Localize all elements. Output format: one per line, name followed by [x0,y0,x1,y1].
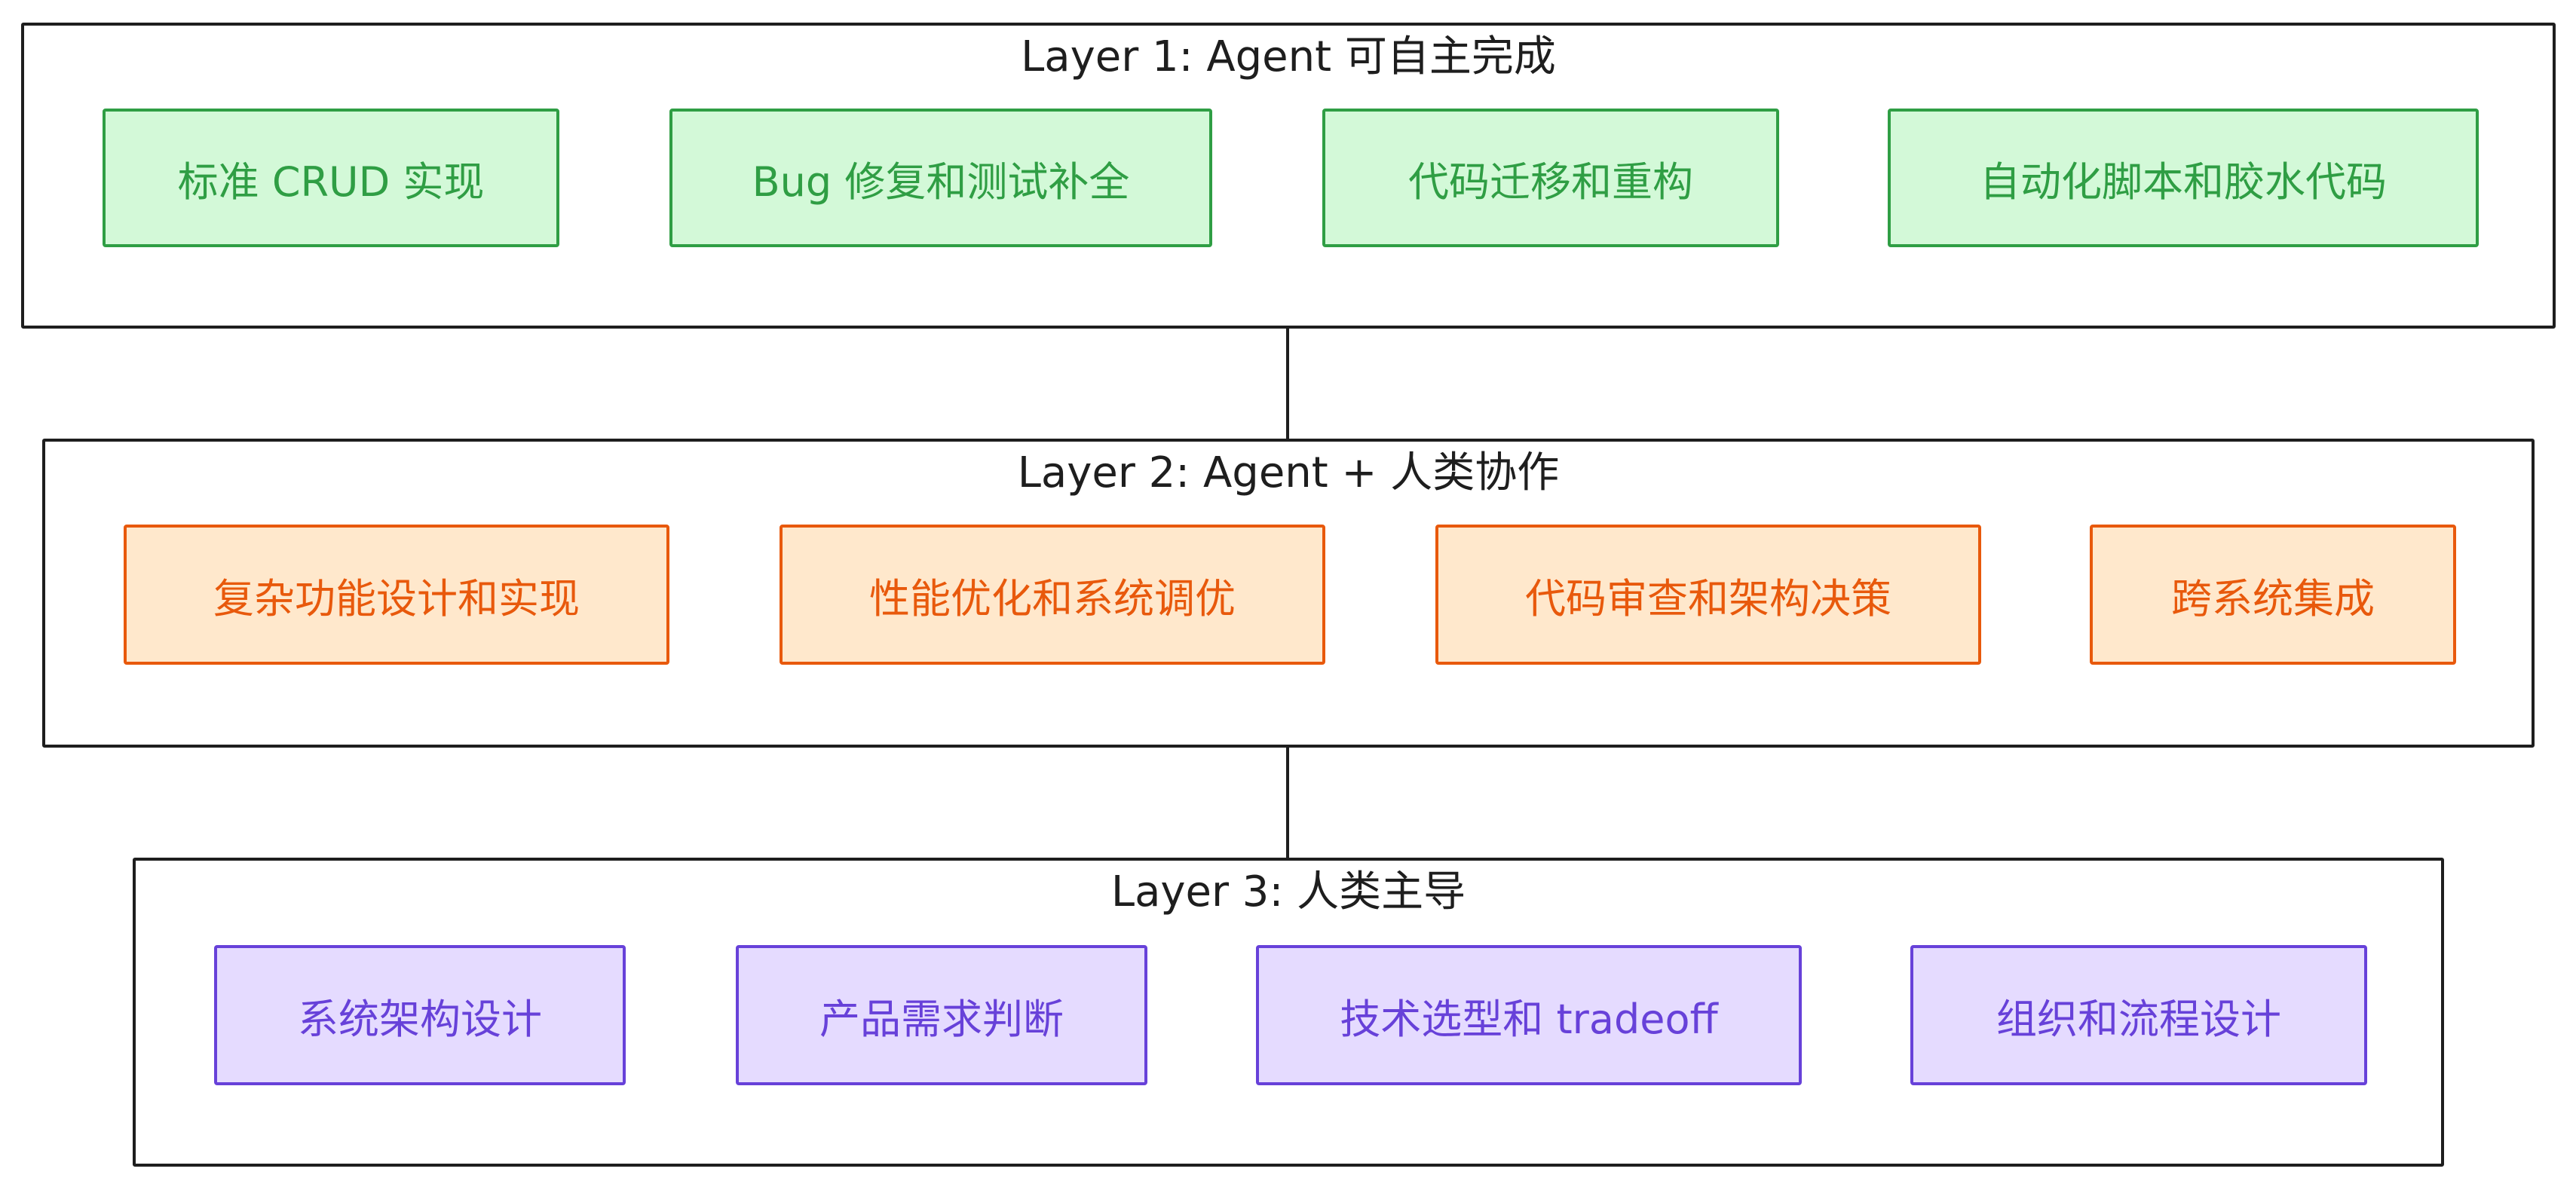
layer-3-item-product-judgment: 产品需求判断 [736,945,1147,1085]
layer-1-container: Layer 1: Agent 可自主完成 标准 CRUD 实现 Bug 修复和测… [21,23,2556,329]
layer-3-item-architecture: 系统架构设计 [214,945,626,1085]
layer-2-title: Layer 2: Agent + 人类协作 [1017,448,1560,497]
layer-2-item-integration: 跨系统集成 [2090,525,2456,665]
layer-2-item-performance: 性能优化和系统调优 [780,525,1325,665]
layer-1-item-scripts: 自动化脚本和胶水代码 [1888,109,2479,247]
layer-1-title: Layer 1: Agent 可自主完成 [1021,32,1556,81]
layer-2-item-complex-feature: 复杂功能设计和实现 [124,525,669,665]
layer-3-title: Layer 3: 人类主导 [1110,867,1466,916]
connector-layer1-layer2 [1286,326,1289,440]
connector-layer2-layer3 [1286,745,1289,859]
layer-1-item-migration: 代码迁移和重构 [1322,109,1779,247]
layer-3-item-tech-selection: 技术选型和 tradeoff [1256,945,1802,1085]
layer-1-item-crud: 标准 CRUD 实现 [103,109,559,247]
layer-3-container: Layer 3: 人类主导 系统架构设计 产品需求判断 技术选型和 tradeo… [133,858,2444,1167]
layer-2-item-code-review: 代码审查和架构决策 [1435,525,1981,665]
layer-1-item-bugfix: Bug 修复和测试补全 [669,109,1212,247]
layer-2-container: Layer 2: Agent + 人类协作 复杂功能设计和实现 性能优化和系统调… [42,439,2535,748]
layer-3-item-org-process: 组织和流程设计 [1910,945,2367,1085]
